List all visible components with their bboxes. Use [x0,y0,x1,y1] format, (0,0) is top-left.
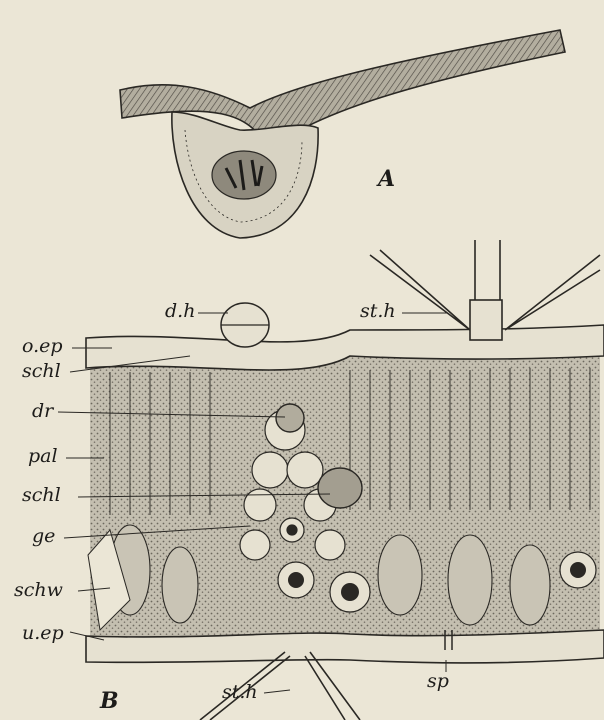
label-sp: sp [427,672,449,691]
label-uep: u.ep [22,624,64,643]
druse-crystal [276,404,304,432]
vascular-bundle [212,151,276,199]
label-schl-2: schl [22,486,61,505]
label-dh: d.h [165,302,195,321]
label-ge: ge [32,527,55,546]
panel-a-leaf-section [120,30,565,238]
label-pal: pal [28,447,58,466]
panel-a-letter: A [378,168,395,190]
secretory-cell [318,468,362,508]
label-oep: o.ep [22,337,63,356]
label-sth-bottom: st.h [222,683,258,702]
label-schl-1: schl [22,362,61,381]
label-sth-top: st.h [360,302,396,321]
label-dr: dr [32,402,53,421]
panel-b-letter: B [100,690,119,712]
stellate-hair-top [370,240,600,340]
panel-b-leaf-section [86,240,604,720]
label-schw: schw [14,581,63,600]
